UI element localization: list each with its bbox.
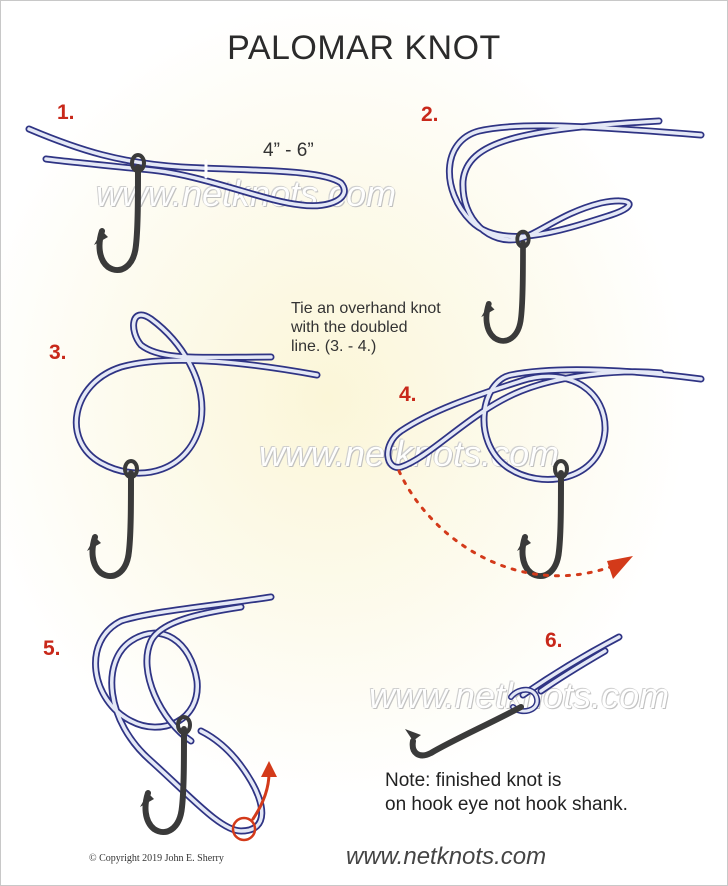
- step-6-hook: [405, 704, 524, 759]
- step-2-line: [446, 117, 705, 244]
- step-number-4: 4.: [399, 383, 417, 406]
- step-5-highlight-circle: [231, 816, 257, 842]
- step-3-hook: [87, 461, 137, 576]
- instruction-text: Tie an overhand knot with the doubled li…: [291, 299, 441, 356]
- step-4-arrow-path: [397, 469, 618, 578]
- note-line-2: on hook eye not hook shank.: [385, 794, 628, 815]
- step-5-arrow-head: [261, 761, 277, 777]
- instruction-line-1: Tie an overhand knot: [291, 300, 441, 317]
- step-3-line: [72, 311, 321, 477]
- measurement-label: 4” - 6”: [263, 140, 314, 161]
- footer-url: www.netknots.com: [346, 843, 547, 870]
- step-2-hook: [481, 232, 529, 341]
- step-number-1: 1.: [57, 101, 75, 124]
- note-line-1: Note: finished knot is: [385, 770, 562, 791]
- step-number-3: 3.: [49, 341, 67, 364]
- step-number-2: 2.: [421, 103, 439, 126]
- step-4-arrow-head: [607, 556, 633, 579]
- diagram-title: PALOMAR KNOT: [227, 29, 501, 67]
- instruction-line-3: line. (3. - 4.): [291, 338, 377, 355]
- note-text: Note: finished knot is on hook eye not h…: [385, 769, 628, 817]
- step-number-6: 6.: [545, 629, 563, 652]
- step-5-line: [92, 593, 275, 835]
- step-number-5: 5.: [43, 637, 61, 660]
- step-1-hook: [94, 155, 144, 270]
- step-6-line: [508, 633, 623, 715]
- copyright-text: © Copyright 2019 John E. Sherry: [89, 853, 224, 864]
- instruction-line-2: with the doubled: [291, 319, 408, 336]
- step-4-line: [384, 366, 705, 483]
